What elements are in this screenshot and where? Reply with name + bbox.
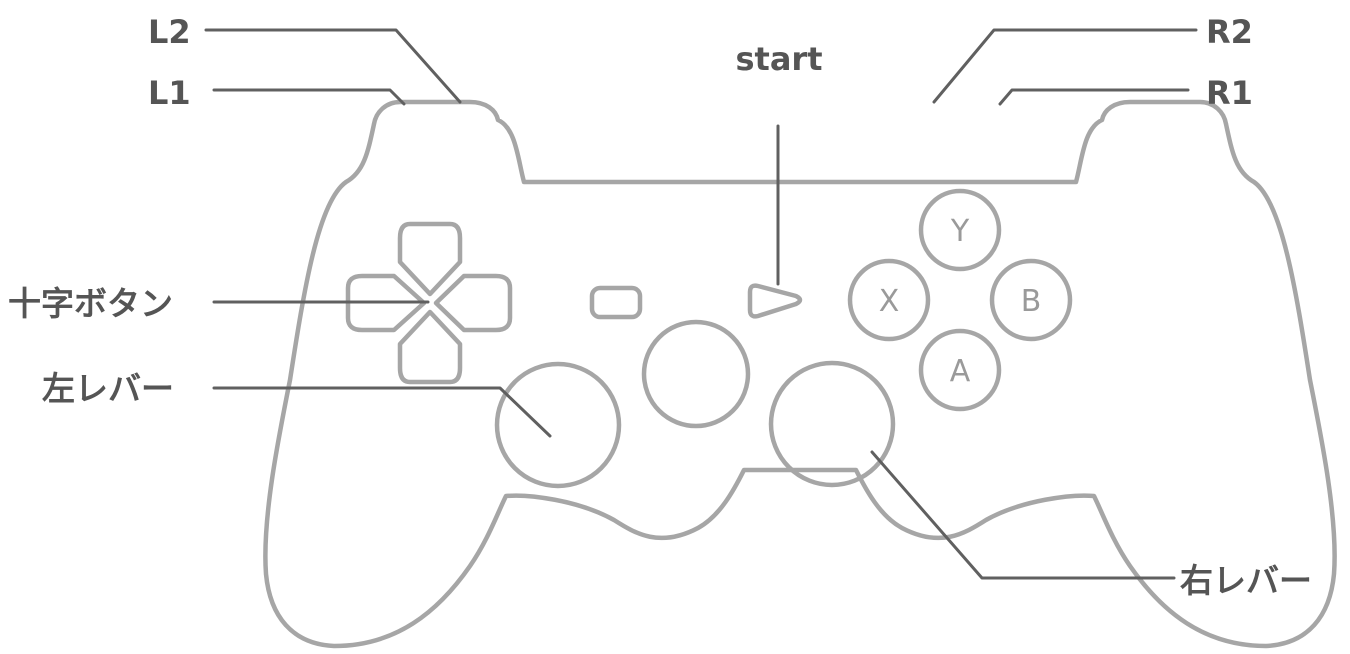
right-stick[interactable]	[771, 363, 893, 485]
face-button-y-label: Y	[950, 214, 970, 249]
face-button-x[interactable]: X	[850, 261, 928, 339]
dpad-right[interactable]	[436, 276, 510, 330]
dpad-up[interactable]	[400, 224, 460, 294]
dpad-down[interactable]	[400, 312, 460, 382]
label-dpad: 十字ボタン	[8, 284, 173, 323]
label-left-stick: 左レバー	[42, 369, 174, 408]
face-button-a[interactable]: A	[921, 331, 999, 409]
label-start: start	[735, 40, 822, 78]
face-button-b-label: B	[1021, 284, 1042, 319]
label-l1: L1	[148, 74, 191, 112]
face-button-x-label: X	[879, 284, 900, 319]
select-button[interactable]	[592, 288, 640, 317]
leader-l1	[214, 90, 404, 104]
label-l2: L2	[148, 13, 191, 51]
face-button-y[interactable]: Y	[921, 191, 999, 269]
face-button-a-label: A	[950, 354, 971, 389]
leader-right-stick	[872, 452, 1174, 578]
label-r1: R1	[1206, 74, 1253, 112]
label-right-stick: 右レバー	[1180, 561, 1312, 600]
left-stick[interactable]	[497, 364, 619, 486]
start-button[interactable]	[750, 286, 800, 317]
label-r2: R2	[1206, 13, 1253, 51]
center-button[interactable]	[644, 322, 748, 426]
face-button-b[interactable]: B	[992, 261, 1070, 339]
